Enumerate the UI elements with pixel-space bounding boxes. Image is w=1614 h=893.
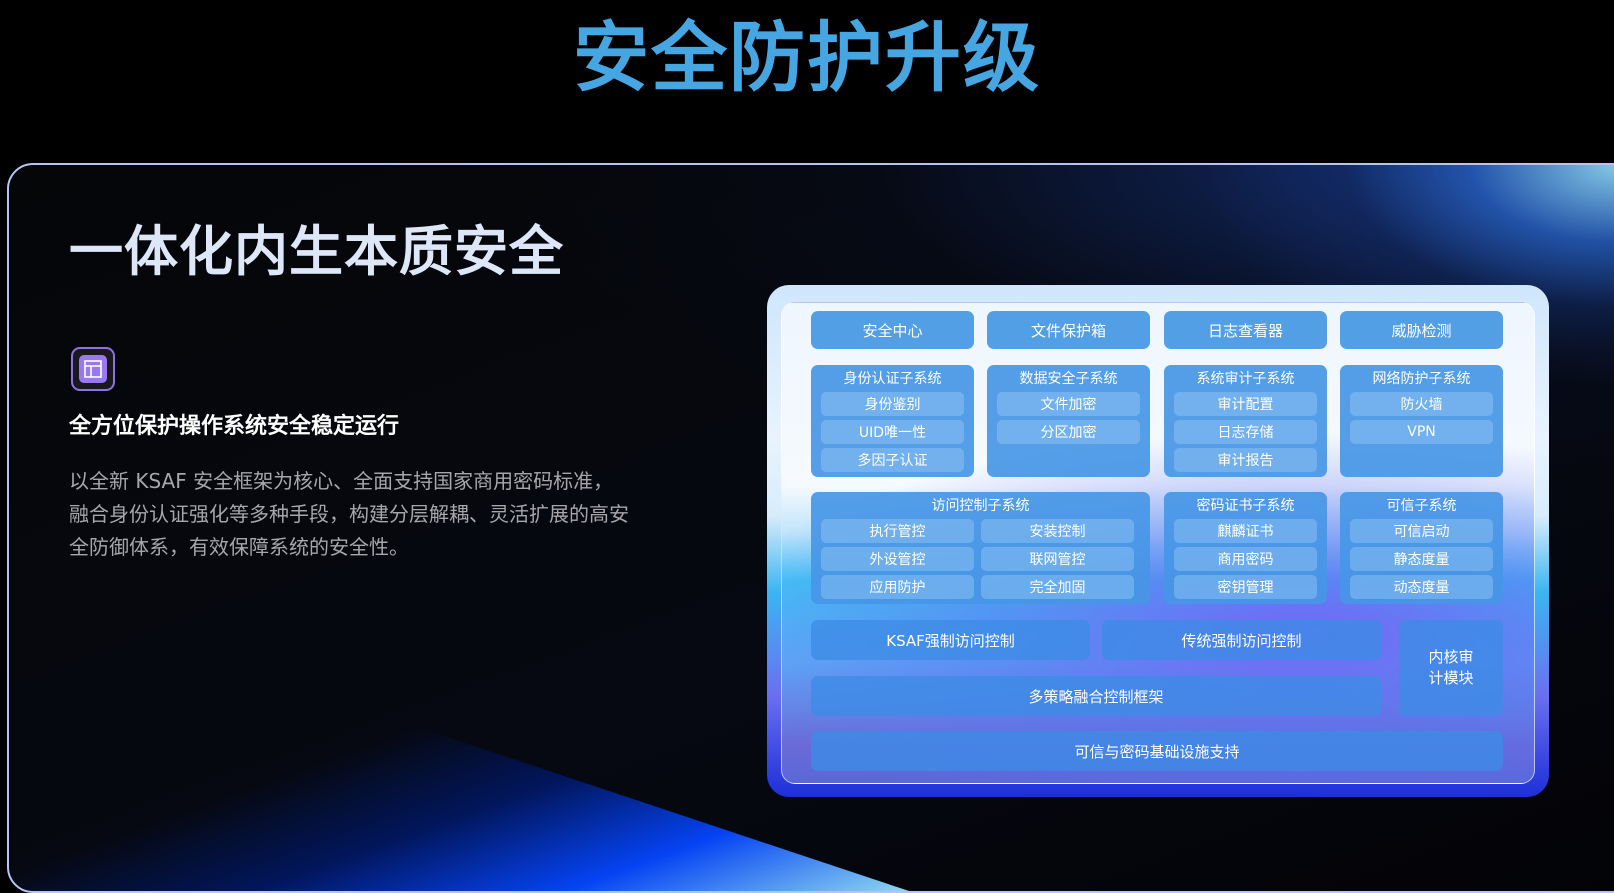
item-peripheral-control: 外设管控: [821, 547, 974, 571]
feature-description: 以全新 KSAF 安全框架为核心、全面支持国家商用密码标准，融合身份认证强化等多…: [69, 469, 629, 559]
group-network-protection: 网络防护子系统 防火墙 VPN: [1340, 365, 1503, 477]
item-partition-encryption: 分区加密: [997, 420, 1140, 444]
group-data-security: 数据安全子系统 文件加密 分区加密: [987, 365, 1150, 477]
item-kylin-cert: 麒麟证书: [1174, 519, 1317, 543]
item-vpn: VPN: [1350, 420, 1493, 444]
item-install-control: 安装控制: [981, 519, 1134, 543]
group-title: 密码证书子系统: [1196, 498, 1295, 514]
group-trusted: 可信子系统 可信启动 静态度量 动态度量: [1340, 492, 1503, 604]
group-title: 访问控制子系统: [931, 498, 1030, 514]
diagram-canvas: 安全中心 文件保护箱 日志查看器 威胁检测 身份认证子系统 身份鉴别 UID唯一…: [781, 302, 1535, 784]
group-access-control: 访问控制子系统 执行管控 安装控制 外设管控 联网管控 应用防护 完全加固: [811, 492, 1150, 604]
item-exec-control: 执行管控: [821, 519, 974, 543]
group-title: 系统审计子系统: [1196, 371, 1295, 387]
layout-icon: [71, 347, 115, 391]
item-dynamic-measure: 动态度量: [1350, 575, 1493, 599]
layer-traditional-mac: 传统强制访问控制: [1102, 620, 1381, 660]
item-firewall: 防火墙: [1350, 392, 1493, 416]
panel-heading: 一体化内生本质安全: [69, 220, 564, 283]
app-file-vault: 文件保护箱: [987, 311, 1150, 349]
layer-ksaf-mac: KSAF强制访问控制: [811, 620, 1090, 660]
item-network-control: 联网管控: [981, 547, 1134, 571]
group-crypto-cert: 密码证书子系统 麒麟证书 商用密码 密钥管理: [1164, 492, 1327, 604]
layer-multi-policy: 多策略融合控制框架: [811, 676, 1381, 716]
item-audit-report: 审计报告: [1174, 448, 1317, 472]
item-full-hardening: 完全加固: [981, 575, 1134, 599]
app-log-viewer: 日志查看器: [1164, 311, 1327, 349]
app-threat-detection: 威胁检测: [1340, 311, 1503, 349]
layer-infrastructure: 可信与密码基础设施支持: [811, 731, 1503, 771]
item-mfa: 多因子认证: [821, 448, 964, 472]
layer-kernel-audit: 内核审计模块: [1399, 620, 1503, 716]
group-identity-auth: 身份认证子系统 身份鉴别 UID唯一性 多因子认证: [811, 365, 974, 477]
group-title: 身份认证子系统: [843, 371, 942, 387]
item-identity: 身份鉴别: [821, 392, 964, 416]
group-title: 网络防护子系统: [1372, 371, 1471, 387]
item-key-management: 密钥管理: [1174, 575, 1317, 599]
item-log-storage: 日志存储: [1174, 420, 1317, 444]
item-commercial-crypto: 商用密码: [1174, 547, 1317, 571]
page-title: 安全防护升级: [573, 13, 1041, 102]
item-uid: UID唯一性: [821, 420, 964, 444]
item-file-encryption: 文件加密: [997, 392, 1140, 416]
item-app-protection: 应用防护: [821, 575, 974, 599]
app-security-center: 安全中心: [811, 311, 974, 349]
group-system-audit: 系统审计子系统 审计配置 日志存储 审计报告: [1164, 365, 1327, 477]
group-title: 数据安全子系统: [1019, 371, 1118, 387]
item-static-measure: 静态度量: [1350, 547, 1493, 571]
item-trusted-boot: 可信启动: [1350, 519, 1493, 543]
feature-subheading: 全方位保护操作系统安全稳定运行: [69, 414, 400, 439]
architecture-diagram: 安全中心 文件保护箱 日志查看器 威胁检测 身份认证子系统 身份鉴别 UID唯一…: [767, 285, 1549, 797]
group-title: 可信子系统: [1386, 498, 1457, 514]
item-audit-config: 审计配置: [1174, 392, 1317, 416]
